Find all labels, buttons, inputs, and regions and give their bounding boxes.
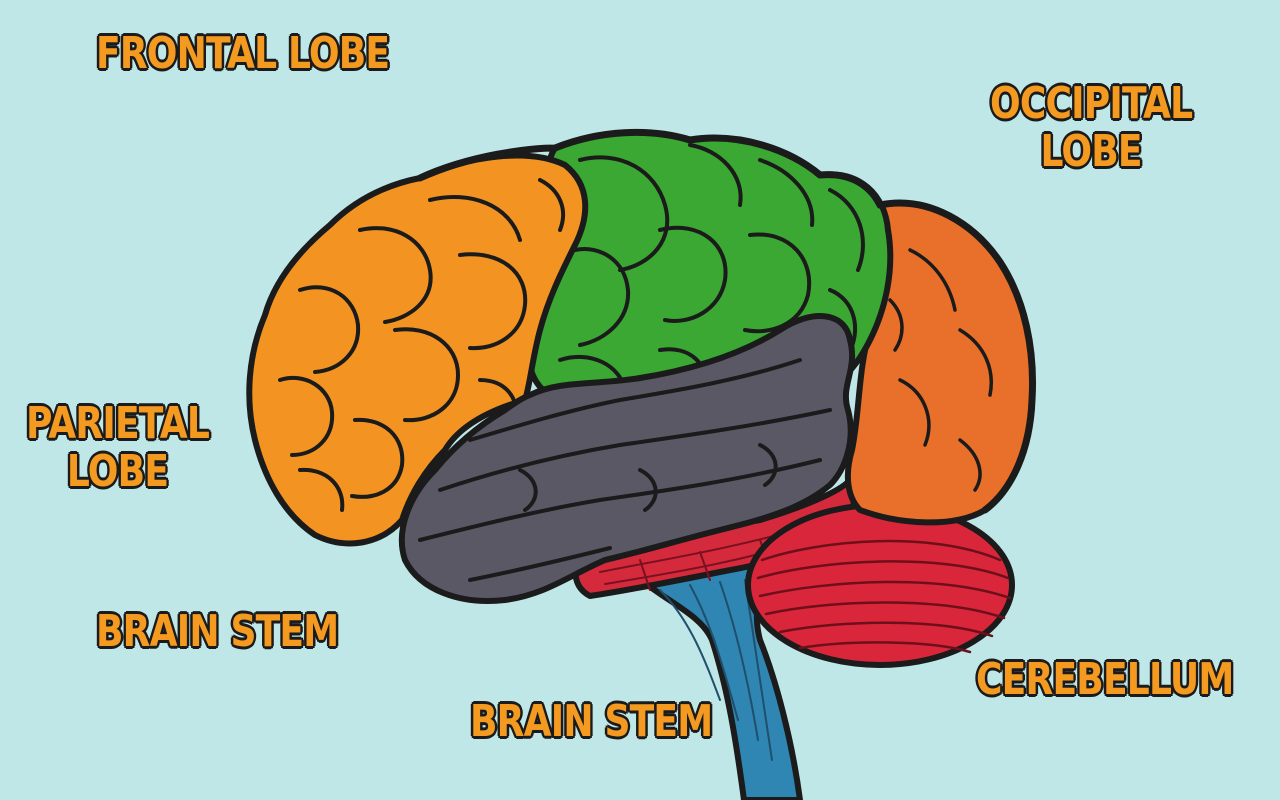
brain-outline — [416, 128, 1036, 514]
label-occipital-line-2: LOBE — [1040, 126, 1144, 177]
label-brain-stem-bottom-line-1: BRAIN STEM — [469, 696, 714, 747]
temporal-region — [398, 313, 856, 604]
cerebellum-folia — [756, 539, 1012, 654]
label-brain-stem-bottom: BRAIN STEM — [469, 696, 714, 747]
label-frontal-lobe: FRONTAL LOBE — [95, 28, 391, 79]
temporal-gyri — [418, 358, 832, 582]
label-brain-stem-left-line-1: BRAIN STEM — [95, 606, 340, 657]
label-parietal-lobe: PARIETAL LOBE — [25, 398, 211, 497]
label-occipital-lobe: OCCIPITAL LOBE — [989, 78, 1194, 177]
label-parietal-line-1: PARIETAL — [25, 398, 211, 449]
label-cerebellum: CEREBELLUM — [975, 654, 1235, 705]
label-parietal-line-2: LOBE — [66, 446, 170, 497]
label-frontal-line-1: FRONTAL LOBE — [95, 28, 391, 79]
label-occipital-line-1: OCCIPITAL — [989, 78, 1194, 129]
frontal-gyri — [278, 178, 566, 512]
occipital-sulci — [888, 248, 993, 492]
label-cerebellum-line-1: CEREBELLUM — [975, 654, 1235, 705]
label-brain-stem-left: BRAIN STEM — [95, 606, 340, 657]
cerebellum-region — [745, 502, 1015, 668]
